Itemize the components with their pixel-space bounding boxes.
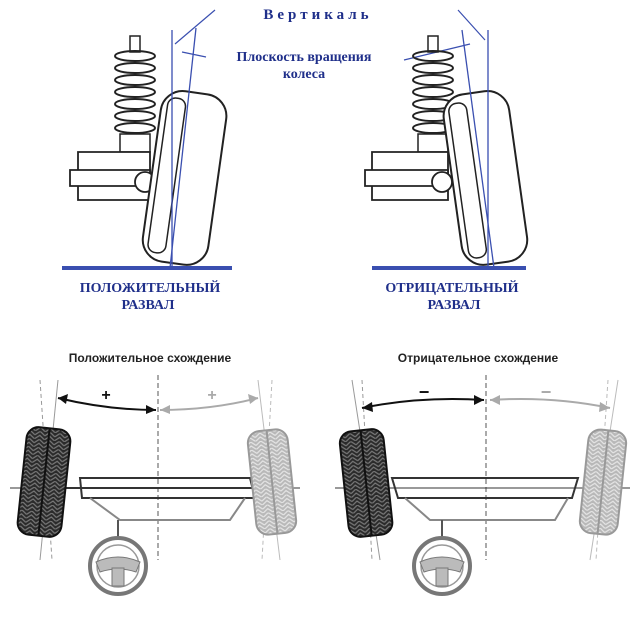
- rotation-plane-label-2: колеса: [283, 67, 325, 82]
- minus-sign-gray: −: [541, 382, 552, 402]
- positive-camber-label-2: РАЗВАЛ: [122, 298, 175, 313]
- positive-toe-title: Положительное схождение: [69, 351, 232, 365]
- rotation-plane-label: Плоскость вращения: [237, 50, 372, 65]
- positive-camber-label: ПОЛОЖИТЕЛЬНЫЙ: [80, 279, 221, 296]
- tire-dark-left: [16, 426, 72, 538]
- positive-toe-assembly: [10, 375, 300, 596]
- coil-spring-left: [114, 50, 156, 134]
- tire-gray-left: [246, 428, 298, 536]
- minus-sign-dark: −: [419, 382, 430, 402]
- negative-toe-assembly: [335, 375, 630, 596]
- coil-spring-right: [412, 50, 454, 134]
- negative-camber-label: ОТРИЦАТЕЛЬНЫЙ: [385, 279, 518, 296]
- plane-line-right: [461, 29, 495, 269]
- tire-dark-right: [338, 428, 394, 538]
- steering-wheel-icon-left: [88, 536, 148, 596]
- plane-line-left: [169, 27, 197, 269]
- tire-gray-right: [578, 428, 628, 536]
- negative-camber-assembly: [364, 29, 529, 270]
- positive-camber-assembly: [62, 27, 232, 270]
- steering-wheel-icon-right: [412, 536, 472, 596]
- plus-sign-dark: +: [101, 387, 110, 404]
- negative-camber-label-2: РАЗВАЛ: [428, 298, 481, 313]
- vertical-label: Вертикаль: [263, 7, 372, 23]
- plus-sign-gray: +: [207, 387, 216, 404]
- negative-toe-title: Отрицательное схождение: [398, 351, 559, 365]
